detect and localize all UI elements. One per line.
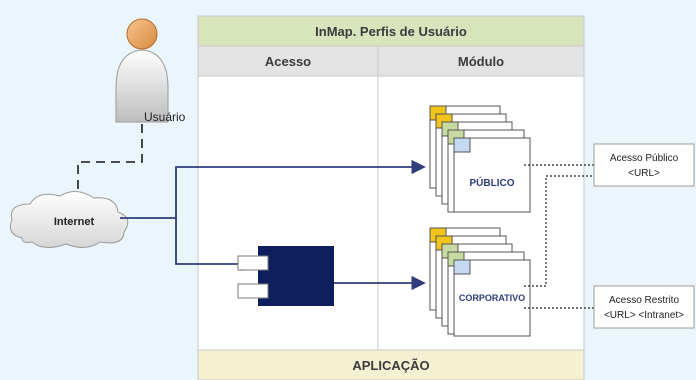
user-internet-link [77, 124, 143, 196]
connector-internet-public [120, 159, 426, 219]
callout-public: Acesso Público <URL> [593, 143, 695, 187]
cloud-label: Internet [54, 216, 95, 228]
footer-label: APLICAÇÃO [352, 358, 429, 373]
user-label: Usuário [144, 110, 186, 124]
footer-bar [197, 349, 585, 380]
callout-public-line2: <URL> [628, 168, 660, 179]
title-bar [197, 15, 585, 47]
diagram-title: InMap. Perfis de Usuário [315, 24, 467, 39]
module-stack-corporate [429, 227, 531, 337]
component-icon [237, 246, 334, 306]
callout-link-corporate-public [524, 175, 598, 287]
module-label-corporate: CORPORATIVO [459, 293, 525, 303]
callout-public-line1: Acesso Público [610, 153, 679, 164]
connector-internet-component [175, 218, 256, 272]
column-label-modulo: Módulo [458, 54, 504, 69]
user-icon [115, 18, 169, 123]
callout-restricted-line2: <URL> <Intranet> [604, 310, 684, 321]
column-header-modulo [377, 45, 585, 77]
callout-restricted-line1: Acesso Restrito [609, 295, 679, 306]
module-label-public: PÚBLICO [470, 176, 515, 189]
module-stack-public [429, 105, 531, 213]
callout-restricted: Acesso Restrito <URL> <Intranet> [593, 285, 695, 329]
column-label-acesso: Acesso [265, 54, 311, 69]
cloud-icon [9, 191, 129, 248]
